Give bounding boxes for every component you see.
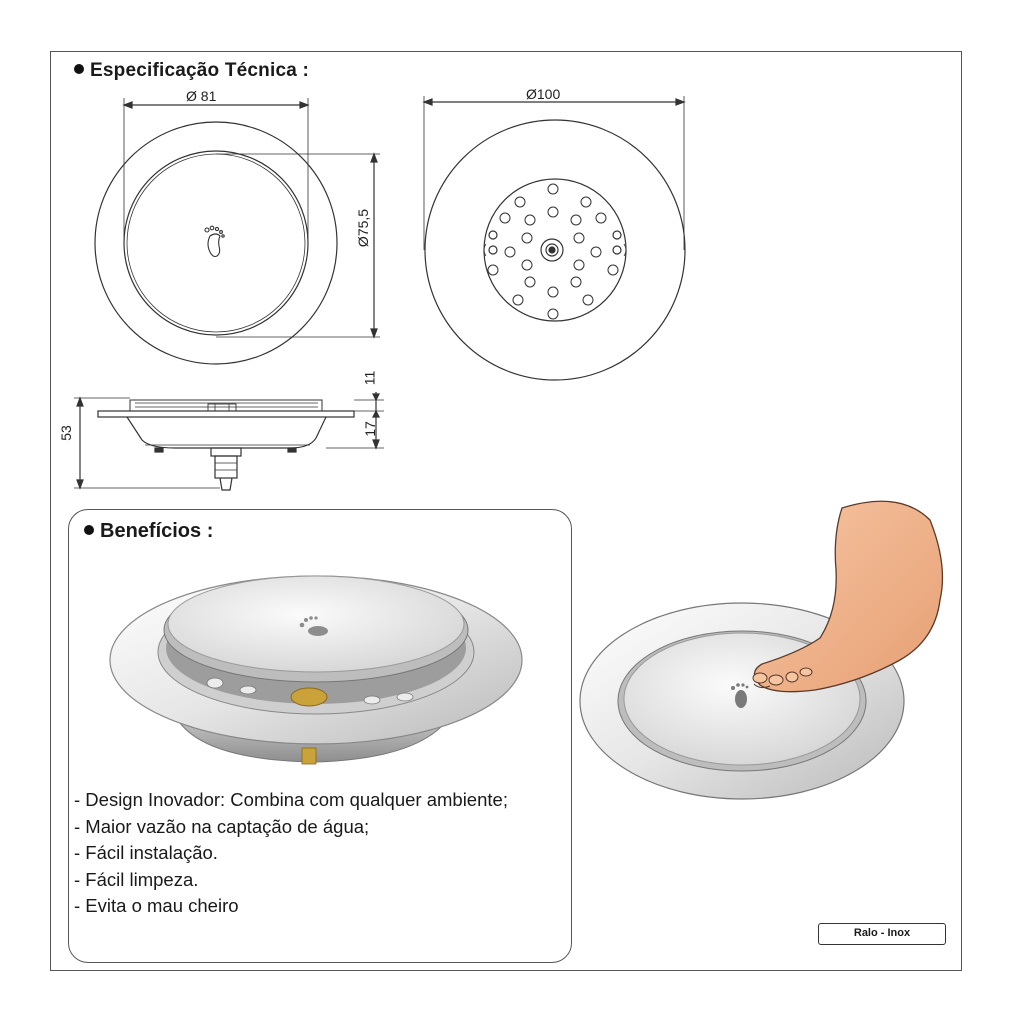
benefit-item: - Evita o mau cheiro bbox=[74, 895, 239, 916]
dim-diameter-100: Ø100 bbox=[526, 86, 561, 102]
benefits-title-text: Benefícios : bbox=[100, 520, 214, 542]
footprint-icon bbox=[299, 616, 328, 636]
drain-with-foot-illustration bbox=[579, 500, 944, 800]
benefits-list: - Design Inovador: Combina com qualquer … bbox=[74, 787, 508, 920]
benefits-title: Benefícios : bbox=[84, 520, 213, 543]
benefit-item: - Fácil instalação. bbox=[74, 842, 218, 863]
spec-title: Especificação Técnica : bbox=[74, 60, 309, 82]
sheet-border bbox=[50, 51, 962, 971]
bullet-icon bbox=[74, 64, 84, 74]
benefit-item: - Design Inovador: Combina com qualquer … bbox=[74, 789, 508, 810]
plan-view-lid bbox=[94, 98, 380, 365]
side-view bbox=[74, 392, 384, 491]
spec-title-text: Especificação Técnica : bbox=[90, 60, 309, 81]
footprint-icon bbox=[731, 683, 749, 708]
benefit-item: - Fácil limpeza. bbox=[74, 868, 199, 890]
bullet-icon bbox=[84, 525, 94, 535]
dim-diameter-81: Ø 81 bbox=[186, 88, 217, 104]
footprint-icon bbox=[204, 225, 225, 258]
plan-view-strainer bbox=[422, 96, 686, 381]
strainer-holes bbox=[487, 183, 619, 320]
drain-3d-illustration bbox=[109, 575, 523, 765]
product-label: Ralo - Inox bbox=[818, 923, 946, 945]
foot-icon bbox=[753, 500, 944, 693]
benefits-panel bbox=[68, 509, 572, 963]
benefit-item: - Maior vazão na captação de água; bbox=[74, 815, 370, 837]
